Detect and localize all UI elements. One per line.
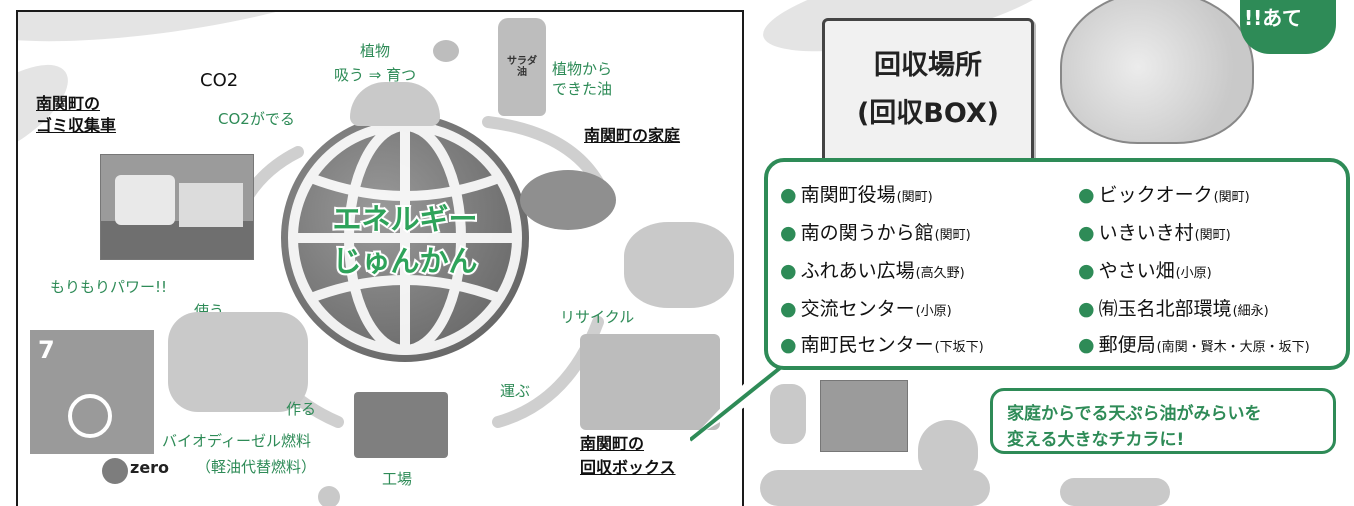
- energy-cycle-panel: エネルギー じゅんかん 植物 吸う ⇒ 育つ CO2 CO2がでる サラダ油 植…: [16, 10, 744, 506]
- globe: エネルギー じゅんかん: [281, 114, 529, 362]
- site-item: ● いきいき村 (関町): [1078, 222, 1231, 245]
- page-title: 回収場所: [874, 50, 982, 81]
- sdg-7-tile: 7: [30, 330, 154, 454]
- mascot-speech-badge: !!あて: [1240, 0, 1336, 54]
- site-name: ビックオーク: [1098, 184, 1213, 206]
- diesel-alt-label: （軽油代替燃料）: [196, 458, 317, 476]
- vertical-banner-illustration: [770, 384, 806, 444]
- truck-label-2: ゴミ収集車: [36, 116, 117, 135]
- site-name: 南町民センター: [800, 334, 934, 356]
- zero-logo-icon: [102, 458, 128, 484]
- zero-label: zero: [130, 458, 170, 477]
- site-area: (関町): [896, 190, 933, 205]
- bullet-icon: ●: [1078, 334, 1095, 356]
- bee-icon: [433, 40, 459, 62]
- plant-label: 植物: [360, 42, 391, 60]
- bullet-icon: ●: [780, 184, 797, 206]
- bullet-icon: ●: [1078, 298, 1095, 320]
- message-line2: 変える大きなチカラに!: [1007, 430, 1185, 450]
- cycle-title-line2: じゅんかん: [330, 242, 479, 280]
- site-item: ● 南の関うから館 (関町): [780, 222, 971, 245]
- site-name: やさい畑: [1098, 260, 1175, 282]
- site-name: いきいき村: [1098, 222, 1194, 244]
- characters-illustration: [1060, 478, 1170, 506]
- garbage-truck-photo: [100, 154, 254, 260]
- site-name: 南関町役場: [800, 184, 896, 206]
- biodiesel-label: バイオディーゼル燃料: [162, 432, 311, 450]
- bullet-icon: ●: [780, 334, 797, 356]
- collection-sites-list: ● 南関町役場 (関町) ● ビックオーク (関町) ● 南の関うから館 (関町…: [764, 158, 1350, 370]
- site-item: ● ビックオーク (関町): [1078, 184, 1250, 207]
- bullet-icon: ●: [780, 260, 797, 282]
- site-item: ● やさい畑 (小原): [1078, 260, 1212, 283]
- site-name: 郵便局: [1098, 334, 1156, 356]
- family-illustration: [624, 222, 734, 308]
- home-label: 南関町の家庭: [584, 126, 681, 145]
- power-label: もりもりパワー!!: [50, 278, 168, 296]
- site-area: (高久野): [915, 266, 965, 281]
- collection-box-label-2: 回収ボックス: [580, 458, 676, 477]
- globe-grid-icon: [288, 121, 522, 355]
- plant-oil-label-2: できた油: [552, 80, 613, 98]
- sdg-number: 7: [38, 336, 55, 364]
- page-subtitle: (回収BOX): [856, 98, 1000, 129]
- message-bubble: 家庭からでる天ぷら油がみらいを 変える大きなチカラに!: [990, 388, 1336, 454]
- bullet-icon: ●: [1078, 222, 1095, 244]
- sun-icon: [68, 394, 112, 438]
- bullet-icon: ●: [1078, 184, 1095, 206]
- tempura-pot-illustration: [520, 170, 616, 230]
- site-area: (細永): [1232, 304, 1269, 319]
- bullet-icon: ●: [1078, 260, 1095, 282]
- factory-icon: [354, 392, 448, 458]
- transport-label: 運ぶ: [500, 382, 531, 400]
- truck-label-1: 南関町の: [36, 94, 101, 113]
- site-item: ● ふれあい広場 (高久野): [780, 260, 965, 283]
- site-area: (小原): [1175, 266, 1212, 281]
- collection-bottles-illustration: [580, 334, 720, 430]
- mascot-small-icon: [318, 486, 340, 506]
- plant-cycle-label: 吸う ⇒ 育つ: [334, 66, 417, 84]
- message-line1: 家庭からでる天ぷら油がみらいを: [1007, 404, 1262, 424]
- cycle-title-line1: エネルギー: [330, 200, 479, 238]
- site-area: (関町): [934, 228, 971, 243]
- mascot-badge-text: !!あて: [1244, 6, 1302, 30]
- site-name: 南の関うから館: [800, 222, 934, 244]
- site-area: (南関・賢木・大原・坂下): [1156, 340, 1310, 355]
- make-label: 作る: [286, 400, 317, 418]
- plant-oil-label-1: 植物から: [552, 60, 613, 78]
- co2-label: CO2: [200, 70, 239, 91]
- bullet-icon: ●: [780, 222, 797, 244]
- site-name: ふれあい広場: [800, 260, 915, 282]
- collection-sites-header: 回収場所 (回収BOX): [822, 18, 1034, 164]
- site-area: (下坂下): [934, 340, 984, 355]
- site-item: ● 南関町役場 (関町): [780, 184, 933, 207]
- site-item: ● 南町民センター (下坂下): [780, 334, 984, 357]
- oil-bottle-illustration: サラダ油: [498, 18, 546, 116]
- mascot-illustration: [1060, 0, 1254, 144]
- recycle-label: リサイクル: [560, 308, 635, 326]
- plant-illustration: [350, 82, 440, 126]
- oil-bottle-label: サラダ油: [507, 56, 537, 78]
- background-swoosh: [18, 12, 382, 61]
- site-name: 交流センター: [800, 298, 915, 320]
- collection-box-photo: [820, 380, 908, 452]
- bullet-icon: ●: [780, 298, 797, 320]
- factory-label: 工場: [382, 470, 413, 488]
- site-name: ㈲玉名北部環境: [1098, 298, 1232, 320]
- site-area: (関町): [1194, 228, 1231, 243]
- site-area: (小原): [915, 304, 952, 319]
- biodiesel-jugs-illustration: [168, 312, 308, 412]
- site-item: ● 交流センター (小原): [780, 298, 952, 321]
- co2-rise-label: CO2がでる: [218, 110, 295, 128]
- collection-box-label-1: 南関町の: [580, 434, 645, 453]
- site-area: (関町): [1213, 190, 1250, 205]
- site-item: ● 郵便局 (南関・賢木・大原・坂下): [1078, 334, 1310, 357]
- site-item: ● ㈲玉名北部環境 (細永): [1078, 298, 1269, 321]
- characters-illustration: [760, 470, 990, 506]
